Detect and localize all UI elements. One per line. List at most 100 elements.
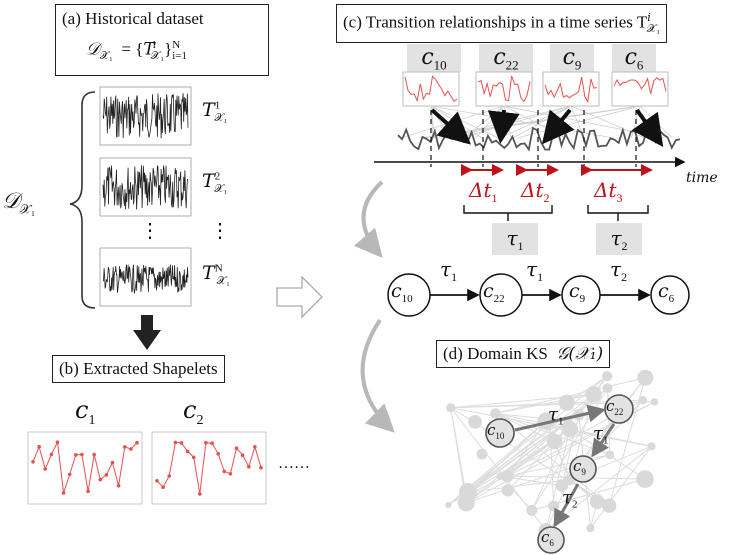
chain-node-1-symbol: c (391, 280, 402, 302)
interval-2-symbol: Δt (521, 178, 544, 202)
series-label-1-symbol: T (202, 99, 215, 121)
series-plot-2 (99, 157, 192, 217)
chain-node-4-symbol: c (658, 280, 669, 302)
ks-node-1-symbol: c (487, 421, 496, 439)
c-shapelet-3-symbol: c (562, 45, 575, 70)
dataset-label-sub: 𝒳₁ (19, 201, 36, 217)
segment-boundaries (430, 110, 637, 167)
chain-node-3-symbol: c (569, 280, 580, 302)
c-shapelet-label-1: c10 (407, 44, 461, 72)
c-shapelet-mini-1 (402, 71, 460, 107)
shapelet-label-2-sub: 2 (196, 412, 204, 428)
c-shapelet-3-sub: 9 (574, 57, 582, 73)
time-axis-label: time (686, 170, 718, 186)
chain-node-2-symbol: c (483, 280, 494, 302)
chain-edge-1-sub: 1 (451, 270, 458, 284)
series-plot-n (99, 247, 192, 307)
chain-edge-3-symbol: τ (610, 257, 622, 281)
dataset-brace (69, 91, 96, 309)
series-label-2-sup: 2 (214, 170, 221, 183)
shapelet-label-1: c1 (75, 396, 95, 429)
chain-edge-2-symbol: τ (526, 257, 538, 281)
ellipsis-left: ⋮ (140, 220, 160, 242)
ks-edge-3-symbol: τ (562, 487, 572, 508)
chain-edge-1-symbol: τ (440, 257, 452, 281)
chain-graph (387, 273, 690, 317)
interval-1-sub: 1 (491, 191, 498, 205)
panel-d-title-text: (d) Domain KS (443, 344, 548, 363)
interval-1-symbol: Δt (469, 178, 492, 202)
interval-2-sub: 2 (543, 191, 550, 205)
chain-node-4-label: c6 (658, 280, 674, 305)
panel-b-title: (b) Extracted Shapelets (52, 355, 225, 383)
panel-a-formula: 𝒟𝒳₁ = {Ti𝒳₁}Ni=1 (86, 39, 187, 63)
chain-edge-1-label: τ1 (440, 257, 457, 285)
chain-node-3-sub: 9 (579, 292, 586, 305)
shapelet-label-2: c2 (183, 396, 203, 429)
domain-ks-background-graph (445, 369, 659, 538)
long-time-series (397, 126, 681, 152)
ks-node-4-label: c6 (541, 528, 554, 548)
ks-node-2-sub: 22 (614, 407, 624, 417)
ks-edge-2-sub: 1 (602, 434, 609, 447)
series-label-2-sub: 𝒳₁ (214, 182, 228, 195)
series-label-1-sub: 𝒳₁ (214, 111, 228, 124)
shapelet-label-2-symbol: c (183, 396, 197, 424)
chain-node-4-sub: 6 (668, 292, 675, 305)
tau-box-1: τ1 (492, 223, 538, 255)
ks-node-1-sub: 10 (495, 431, 505, 441)
ks-edge-1-sub: 1 (557, 415, 564, 428)
matching-lines (400, 105, 673, 139)
ks-node-1-label: c10 (487, 421, 504, 441)
ks-edge-1-label: τ1 (548, 404, 563, 428)
hollow-right-arrow-icon (276, 275, 323, 319)
shapelet-label-1-sub: 1 (88, 412, 96, 428)
tau-box-1-sub: 1 (517, 239, 524, 253)
c-shapelet-label-2: c22 (479, 44, 533, 72)
panel-d-title-math: 𝒢(𝒳₁) (556, 344, 604, 364)
tau-box-2-symbol: τ (610, 226, 622, 250)
chain-node-1-sub: 10 (401, 292, 413, 305)
c-shapelet-2-symbol: c (493, 45, 506, 70)
c-shapelet-4-symbol: c (624, 45, 637, 70)
formula-dataset-sub: 𝒳₁ (99, 50, 113, 63)
dataset-label-symbol: 𝒟 (2, 189, 20, 214)
chain-node-1-label: c10 (391, 280, 413, 305)
panel-a-title: (a) Historical dataset (62, 9, 204, 28)
curved-arrow-2 (360, 318, 395, 433)
series-label-n: TN𝒳₁ (202, 262, 230, 288)
c-shapelet-2-sub: 22 (505, 57, 519, 73)
interval-3-symbol: Δt (594, 178, 617, 202)
tau-box-2: τ2 (596, 223, 642, 255)
ks-node-3-sub: 9 (581, 467, 586, 477)
interval-label-1: Δt1 (469, 178, 497, 206)
c-shapelet-label-4: c6 (612, 44, 656, 72)
series-label-n-symbol: T (202, 262, 215, 284)
curved-arrow-1 (353, 180, 384, 259)
ks-node-4-symbol: c (541, 528, 550, 546)
shapelet-plot-2 (151, 431, 267, 505)
tau-box-1-symbol: τ (506, 226, 518, 250)
interval-3-sub: 3 (616, 191, 623, 205)
panel-c-title-sup: i (647, 11, 651, 24)
match-arrows (430, 108, 664, 148)
tau-box-2-sub: 2 (621, 239, 628, 253)
shapelet-label-1-symbol: c (75, 396, 89, 424)
panel-c-title-sub: 𝒳₁ (646, 23, 661, 36)
ellipsis-right: ⋮ (210, 220, 230, 242)
chain-node-2-label: c22 (483, 280, 505, 305)
c-shapelet-1-symbol: c (421, 45, 434, 70)
dataset-label: 𝒟𝒳₁ (2, 188, 35, 217)
formula-series-symbol: T (143, 39, 155, 60)
series-label-n-sup: N (214, 262, 223, 275)
chain-node-3-label: c9 (569, 280, 585, 305)
ks-node-3-label: c9 (573, 457, 586, 477)
interval-label-3: Δt3 (594, 178, 622, 206)
ks-edge-3-label: τ2 (562, 487, 577, 511)
formula-dataset-symbol: 𝒟 (86, 39, 100, 60)
c-shapelet-label-3: c9 (550, 44, 594, 72)
ks-edge-2-label: τ1 (593, 423, 608, 447)
tau-brackets (463, 205, 649, 221)
